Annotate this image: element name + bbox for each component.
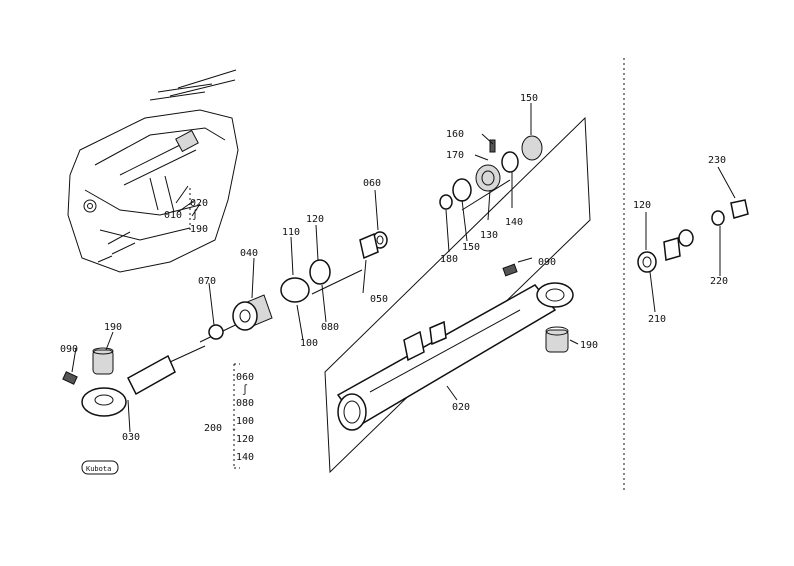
label-tilde: ∫ <box>192 209 198 221</box>
kit-item-5: 140 <box>236 452 254 463</box>
label-120b: 120 <box>633 200 651 211</box>
tractor-overview <box>67 69 239 273</box>
label-010: 010 <box>164 210 182 221</box>
label-190: 190 <box>190 224 208 235</box>
label-160: 160 <box>446 129 464 140</box>
label-080: 080 <box>321 322 339 333</box>
seal-parts <box>208 135 543 340</box>
label-170: 170 <box>446 150 464 161</box>
cylinder-body <box>324 116 591 474</box>
kit-dash: - <box>231 424 237 435</box>
label-190b: 190 <box>104 322 122 333</box>
kit-sep-1: ∫ <box>242 384 248 396</box>
label-090: 090 <box>538 257 556 268</box>
label-130: 130 <box>480 230 498 241</box>
label-090b: 090 <box>60 344 78 355</box>
label-120: 120 <box>306 214 324 225</box>
kit-item-4: 120 <box>236 434 254 445</box>
label-050: 050 <box>370 294 388 305</box>
rod-end <box>62 345 206 417</box>
svg-text:Kubota: Kubota <box>86 465 111 473</box>
kit-item-3: 100 <box>236 416 254 427</box>
kubota-logo: Kubota <box>81 460 119 475</box>
label-100: 100 <box>300 338 318 349</box>
label-190c: 190 <box>580 340 598 351</box>
label-220: 220 <box>710 276 728 287</box>
kit-item-2: 080 <box>236 398 254 409</box>
kit-number: 200 <box>204 423 222 434</box>
label-150: 150 <box>520 93 538 104</box>
label-030: 030 <box>122 432 140 443</box>
label-210: 210 <box>648 314 666 325</box>
label-020b: 020 <box>452 402 470 413</box>
label-230: 230 <box>708 155 726 166</box>
right-assembly <box>637 199 749 273</box>
label-040: 040 <box>240 248 258 259</box>
label-150b: 150 <box>462 242 480 253</box>
label-110: 110 <box>282 227 300 238</box>
bushing-right <box>502 263 569 353</box>
label-020: 020 <box>190 198 208 209</box>
label-070: 070 <box>198 276 216 287</box>
kit-bracket <box>233 363 240 469</box>
kit-item-1: 060 <box>236 372 254 383</box>
label-180: 180 <box>440 254 458 265</box>
label-060: 060 <box>363 178 381 189</box>
label-140: 140 <box>505 217 523 228</box>
leader-lines <box>71 103 736 433</box>
